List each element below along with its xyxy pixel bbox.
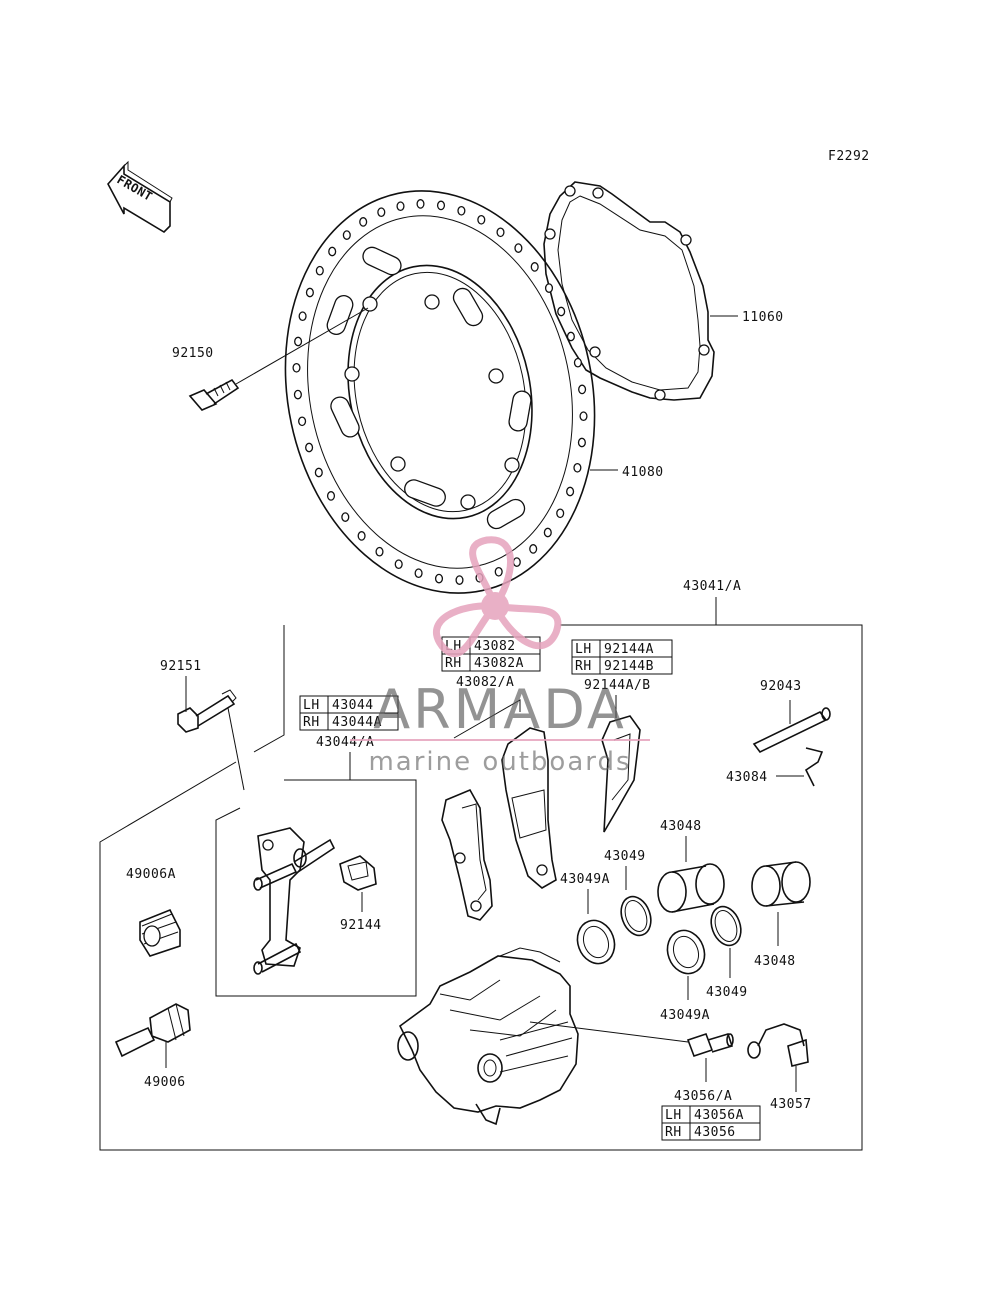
bleed-valve xyxy=(686,1032,734,1058)
label-92150: 92150 xyxy=(172,346,214,361)
disc-perforations xyxy=(292,199,588,585)
seal-2 xyxy=(576,919,616,965)
t92144-r1-part: 92144A xyxy=(604,642,654,657)
bleed-cap xyxy=(747,1023,809,1067)
label-92043: 92043 xyxy=(760,679,802,694)
t43082-r2-side: RH xyxy=(445,656,462,671)
label-43056: 43056/A xyxy=(674,1089,732,1104)
t43044-r1-side: LH xyxy=(303,698,320,713)
slide-pin xyxy=(114,1003,191,1058)
label-43044: 43044/A xyxy=(316,735,374,750)
t43056-r1-side: LH xyxy=(665,1108,682,1123)
label-41080: 41080 xyxy=(622,465,664,480)
label-92151: 92151 xyxy=(160,659,202,674)
front-label: FRONT xyxy=(115,172,155,203)
label-92144: 92144 xyxy=(340,918,382,933)
table-43082: LH 43082 RH 43082A xyxy=(441,636,541,672)
table-43056: LH 43056A RH 43056 xyxy=(661,1105,761,1141)
pin-clip xyxy=(804,747,824,787)
t92144-r2-side: RH xyxy=(575,659,592,674)
propeller-logo xyxy=(432,536,562,657)
t92144-r2-part: 92144B xyxy=(604,659,654,674)
label-43048-a: 43048 xyxy=(660,819,702,834)
t43082-r1-part: 43082 xyxy=(474,639,516,654)
label-43049-b: 43049 xyxy=(706,985,748,1000)
label-43048-b: 43048 xyxy=(754,954,796,969)
seal-3 xyxy=(710,905,742,947)
t43082-r2-part: 43082A xyxy=(474,656,524,671)
disc-spoke-windows xyxy=(326,246,532,530)
brake-disc xyxy=(284,190,596,594)
watermark-tagline: marine outboards xyxy=(368,747,631,777)
t43044-r2-part: 43044A xyxy=(332,715,382,730)
label-43049-a: 43049 xyxy=(604,849,646,864)
brake-pad-left xyxy=(441,788,493,921)
t43044-r1-part: 43044 xyxy=(332,698,374,713)
front-direction-arrow: FRONT xyxy=(107,160,173,234)
brake-pad-right xyxy=(501,727,557,889)
label-43082: 43082/A xyxy=(456,675,514,690)
disc-bolt xyxy=(188,378,240,411)
label-11060: 11060 xyxy=(742,310,784,325)
piston-2 xyxy=(751,861,811,907)
label-43057: 43057 xyxy=(770,1097,812,1112)
label-43084: 43084 xyxy=(726,770,768,785)
gasket-ring xyxy=(543,181,715,401)
caliper-bracket xyxy=(253,827,336,975)
t43056-r1-part: 43056A xyxy=(694,1108,744,1123)
t92144-r1-side: LH xyxy=(575,642,592,657)
label-43049A-a: 43049A xyxy=(560,872,610,887)
armada-watermark: ARMADA marine outboards xyxy=(350,536,650,777)
t43056-r2-part: 43056 xyxy=(694,1125,736,1140)
watermark-brand: ARMADA xyxy=(373,678,627,741)
t43044-r2-side: RH xyxy=(303,715,320,730)
piston-1 xyxy=(657,863,725,913)
label-43041: 43041/A xyxy=(683,579,741,594)
label-43049A-b: 43049A xyxy=(660,1008,710,1023)
caliper-mount-bolt xyxy=(177,689,237,733)
table-92144: LH 92144A RH 92144B xyxy=(571,639,673,675)
table-43044: LH 43044 RH 43044A xyxy=(299,695,399,731)
seal-4 xyxy=(666,929,706,975)
caliper-body xyxy=(397,947,579,1126)
seal-1 xyxy=(620,895,652,937)
label-49006: 49006 xyxy=(144,1075,186,1090)
label-92144ab: 92144A/B xyxy=(584,678,651,693)
dust-boot xyxy=(139,908,181,957)
label-49006A: 49006A xyxy=(126,867,176,882)
pad-pin xyxy=(752,707,831,754)
figure-code: F2292 xyxy=(828,149,870,164)
pad-spring-92144 xyxy=(339,855,377,891)
t43056-r2-side: RH xyxy=(665,1125,682,1140)
pad-spring-92144ab xyxy=(601,715,641,833)
